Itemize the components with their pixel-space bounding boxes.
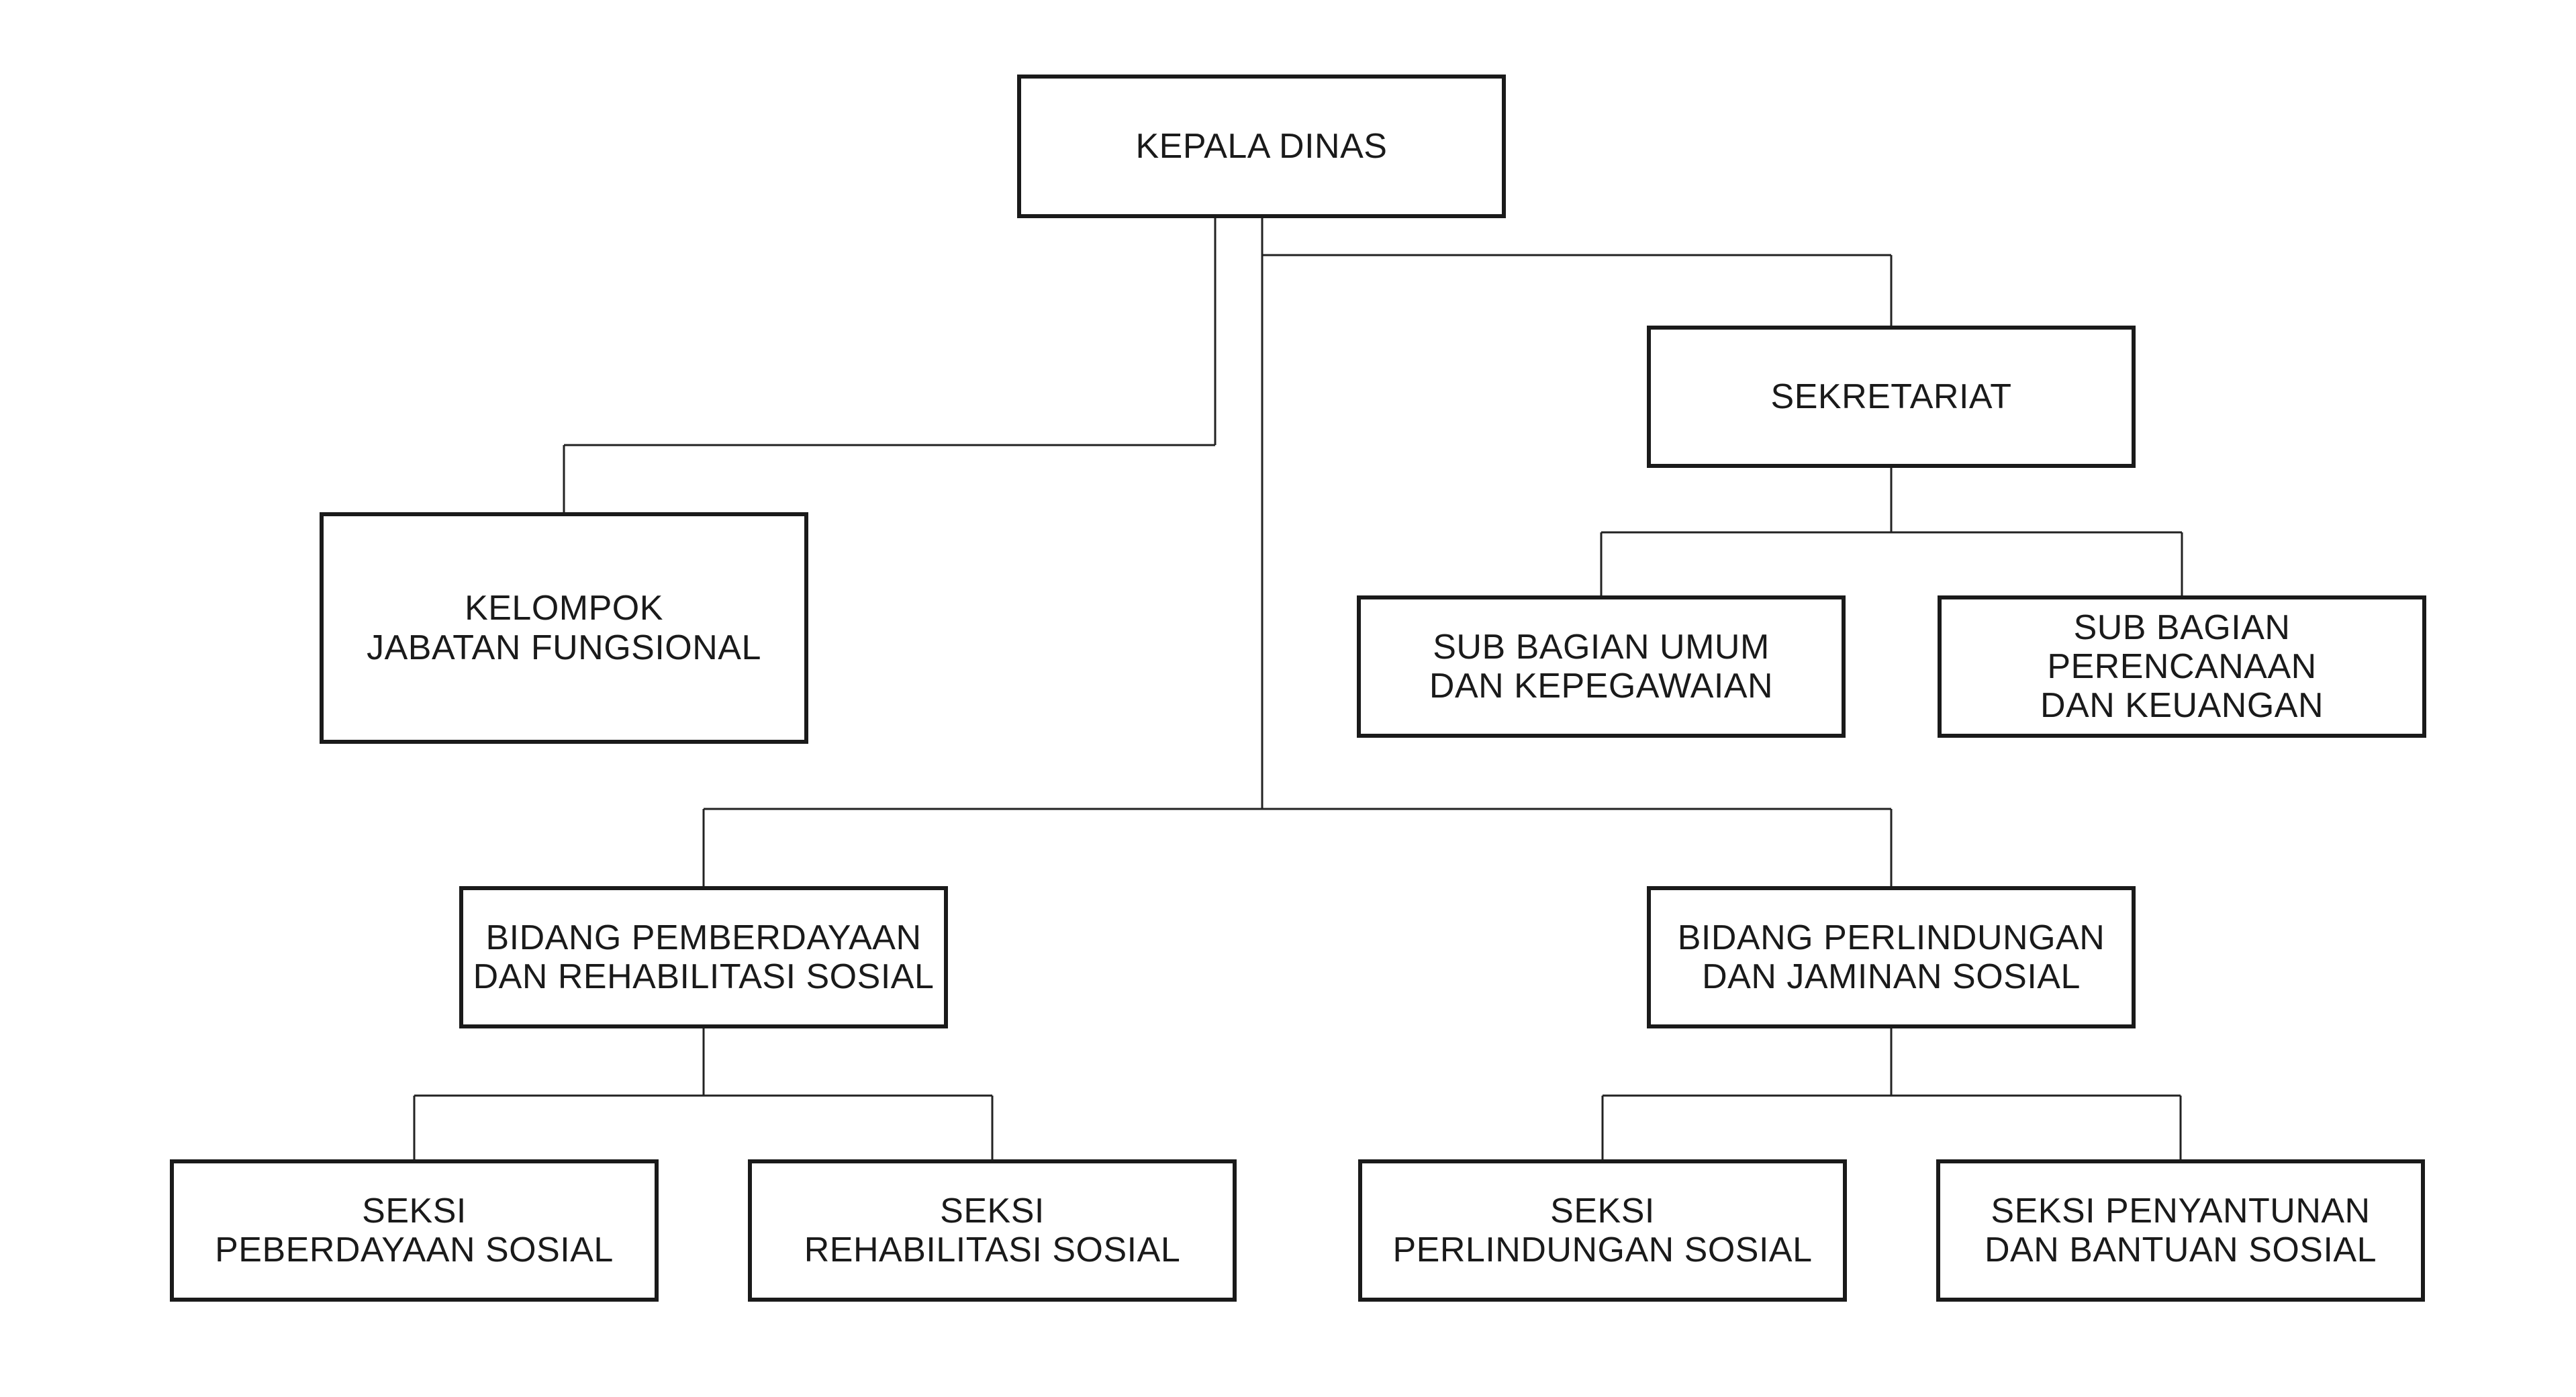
node-label-line: DAN JAMINAN SOSIAL: [1702, 957, 2081, 996]
node-label-line: DAN KEPEGAWAIAN: [1429, 667, 1774, 706]
node-label-line: SEKSI PENYANTUNAN: [1991, 1191, 2371, 1231]
node-seksi-pemberdayaan-sosial: SEKSI PEBERDAYAAN SOSIAL: [170, 1159, 659, 1302]
node-label-line: SEKSI: [362, 1191, 467, 1231]
node-label-line: DAN REHABILITASI SOSIAL: [473, 957, 935, 996]
node-label-line: DAN BANTUAN SOSIAL: [1984, 1231, 2377, 1269]
node-label-line: KEPALA DINAS: [1135, 126, 1388, 166]
node-label-line: SEKSI: [1550, 1191, 1655, 1231]
node-label-line: BIDANG PEMBERDAYAAN: [485, 918, 922, 957]
node-sub-bagian-perencanaan: SUB BAGIAN PERENCANAAN DAN KEUANGAN: [1938, 595, 2426, 738]
node-seksi-rehabilitasi-sosial: SEKSI REHABILITASI SOSIAL: [748, 1159, 1237, 1302]
node-label-line: JABATAN FUNGSIONAL: [367, 628, 761, 667]
node-label-line: PERLINDUNGAN SOSIAL: [1392, 1231, 1813, 1269]
node-label-line: SEKRETARIAT: [1770, 377, 2012, 416]
node-bidang-pemberdayaan: BIDANG PEMBERDAYAAN DAN REHABILITASI SOS…: [459, 886, 948, 1028]
node-sub-bagian-umum: SUB BAGIAN UMUM DAN KEPEGAWAIAN: [1357, 595, 1846, 738]
node-label-line: SEKSI: [940, 1191, 1045, 1231]
node-label-line: BIDANG PERLINDUNGAN: [1677, 918, 2105, 957]
node-label-line: PERENCANAAN: [2047, 646, 2317, 686]
node-label-line: SUB BAGIAN UMUM: [1433, 627, 1770, 667]
node-sekretariat: SEKRETARIAT: [1647, 326, 2136, 468]
node-label-line: PEBERDAYAAN SOSIAL: [215, 1231, 614, 1269]
node-label-line: SUB BAGIAN: [2073, 608, 2291, 647]
node-label-line: KELOMPOK: [465, 589, 663, 628]
node-seksi-penyantunan: SEKSI PENYANTUNAN DAN BANTUAN SOSIAL: [1936, 1159, 2425, 1302]
node-kepala-dinas: KEPALA DINAS: [1017, 75, 1506, 218]
node-seksi-perlindungan-sosial: SEKSI PERLINDUNGAN SOSIAL: [1358, 1159, 1847, 1302]
node-kelompok-jabatan-fungsional: KELOMPOK JABATAN FUNGSIONAL: [320, 512, 808, 744]
node-label-line: REHABILITASI SOSIAL: [804, 1231, 1181, 1269]
node-label-line: DAN KEUANGAN: [2040, 686, 2324, 726]
node-bidang-perlindungan: BIDANG PERLINDUNGAN DAN JAMINAN SOSIAL: [1647, 886, 2136, 1028]
